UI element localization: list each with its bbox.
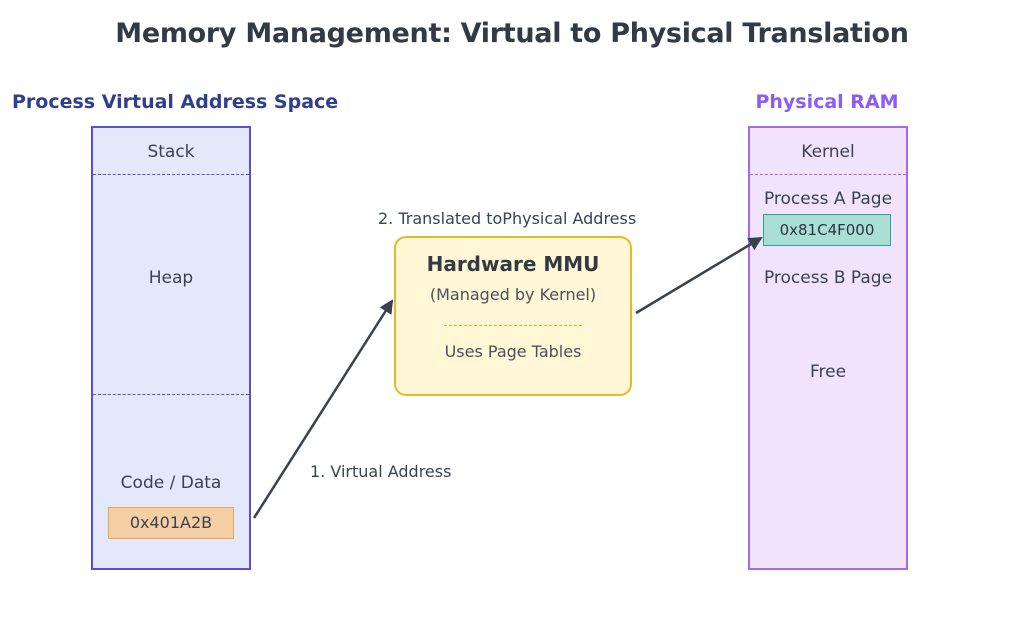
free-segment-label: Free [809,362,847,382]
diagram-title: Memory Management: Virtual to Physical T… [115,18,909,49]
step-1-label: 1. Virtual Address [310,462,452,481]
mmu-note: Uses Page Tables [444,342,582,361]
virtual-to-mmu-arrow [252,299,394,519]
code-data-segment-label: Code / Data [120,473,222,493]
physical-ram-heading: Physical RAM [755,91,899,113]
process-b-page-label: Process B Page [763,268,893,288]
kernel-segment-label: Kernel [801,142,855,162]
step-2-label: 2. Translated toPhysical Address [378,209,637,228]
mmu-to-physical-arrow [635,236,763,315]
virtual-address-chip: 0x401A2B [108,507,234,539]
mmu-subtitle: (Managed by Kernel) [429,285,597,304]
virtual-space-heading: Process Virtual Address Space [12,91,339,113]
virtual-address-space-box: Stack Heap Code / Data 0x401A2B [91,126,251,570]
hardware-mmu-box: Hardware MMU (Managed by Kernel) Uses Pa… [394,236,632,396]
kernel-divider [750,174,906,175]
physical-address-chip: 0x81C4F000 [763,214,891,246]
stack-segment-label: Stack [147,142,195,162]
heap-segment-label: Heap [148,268,194,288]
process-a-page-label: Process A Page [763,189,893,209]
mmu-divider [444,325,582,326]
heap-code-divider [93,394,249,395]
mmu-title: Hardware MMU [426,252,600,276]
physical-ram-box: Kernel Process A Page 0x81C4F000 Process… [748,126,908,570]
stack-heap-divider [93,174,249,175]
